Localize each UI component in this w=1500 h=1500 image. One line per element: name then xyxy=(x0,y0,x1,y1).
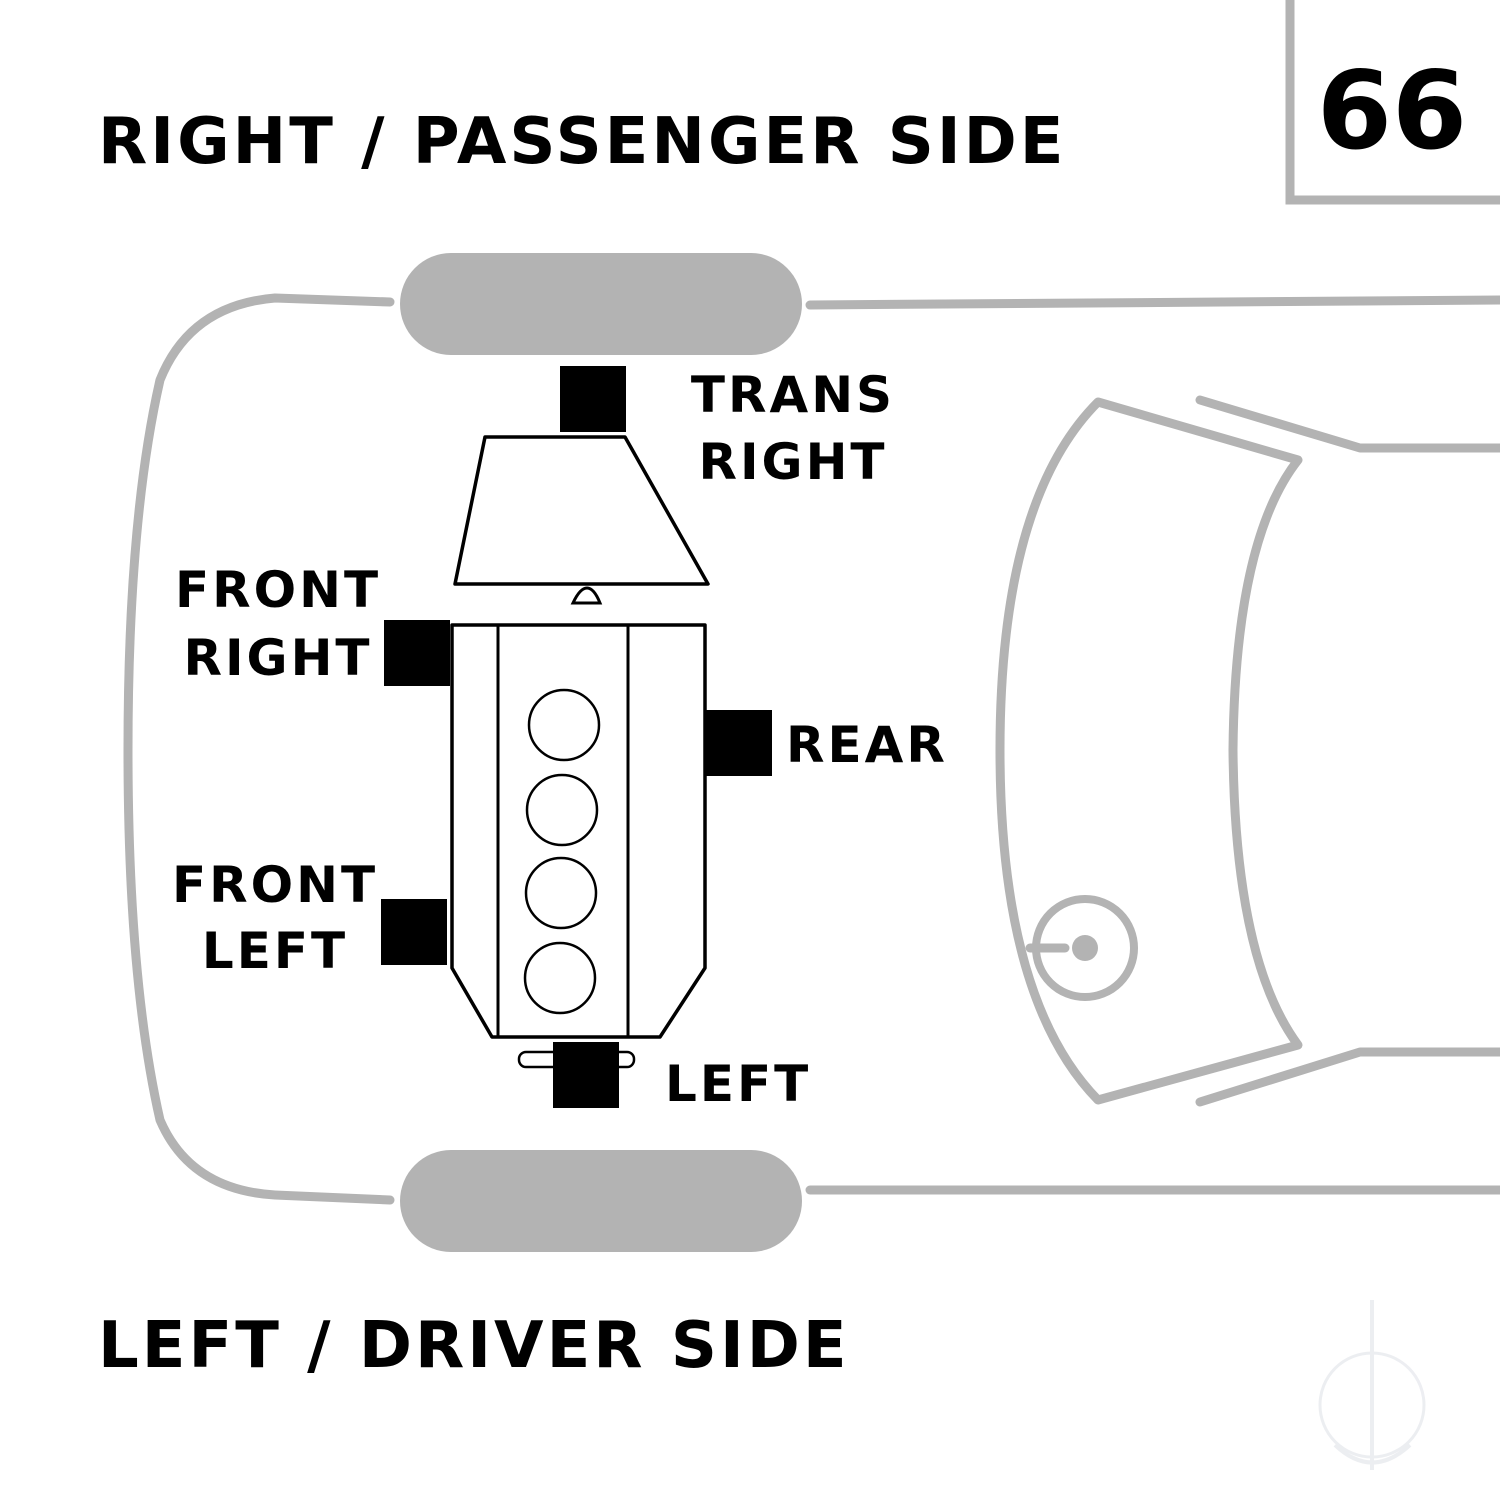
front-bumper-outline xyxy=(123,293,395,1205)
left-a-pillar-line xyxy=(1195,1047,1500,1107)
transmission-nub xyxy=(570,586,603,605)
mount-label-line-1: LEFT xyxy=(665,1055,811,1113)
mount-marker xyxy=(553,1042,619,1108)
mount-label-line-1: FRONT xyxy=(175,561,381,619)
right-front-tire xyxy=(400,253,802,355)
mount-marker xyxy=(384,620,450,686)
mount-label-line-1: REAR xyxy=(786,716,948,774)
vehicle-outline xyxy=(123,293,1500,1205)
right-body-line xyxy=(805,295,1500,310)
right-a-pillar-line xyxy=(1195,395,1500,453)
mount-rear: REAR xyxy=(706,710,948,776)
cylinder-3 xyxy=(524,856,598,930)
left-front-tire xyxy=(400,1150,802,1252)
cylinder-4 xyxy=(523,941,597,1015)
watermark-ring xyxy=(1318,1351,1426,1459)
mount-marker xyxy=(381,899,447,965)
windshield-outline xyxy=(995,397,1303,1105)
mount-label-line-2: LEFT xyxy=(202,922,348,980)
diagram-number-box: 66 xyxy=(1285,0,1500,205)
transmission xyxy=(453,435,710,605)
mount-label-line-2: RIGHT xyxy=(183,629,372,687)
engine-block xyxy=(450,623,707,1069)
mount-label-line-1: FRONT xyxy=(172,856,378,914)
transmission-housing xyxy=(453,435,710,586)
diagram-number: 66 xyxy=(1317,49,1467,174)
driver-side-label: LEFT / DRIVER SIDE xyxy=(98,1309,850,1383)
watermark-anchor-arc xyxy=(1333,1443,1412,1465)
watermark-logo xyxy=(1318,1300,1426,1470)
mount-marker xyxy=(706,710,772,776)
mount-trans-right: TRANS RIGHT xyxy=(560,366,895,491)
cylinder-2 xyxy=(525,773,599,847)
mount-label-line-1: TRANS xyxy=(691,366,895,424)
passenger-side-label: RIGHT / PASSENGER SIDE xyxy=(98,105,1067,179)
cabin-outline xyxy=(995,395,1500,1107)
mount-front-left: FRONT LEFT xyxy=(172,856,447,980)
cylinder-1 xyxy=(527,688,601,762)
number-box-border xyxy=(1285,0,1500,205)
steering-wheel-icon xyxy=(1032,895,1138,1001)
mount-front-right: FRONT RIGHT xyxy=(175,561,450,687)
steering-hub-icon xyxy=(1072,935,1098,961)
mount-left: LEFT xyxy=(553,1042,811,1113)
mount-marker xyxy=(560,366,626,432)
mount-label-line-2: RIGHT xyxy=(698,433,887,491)
